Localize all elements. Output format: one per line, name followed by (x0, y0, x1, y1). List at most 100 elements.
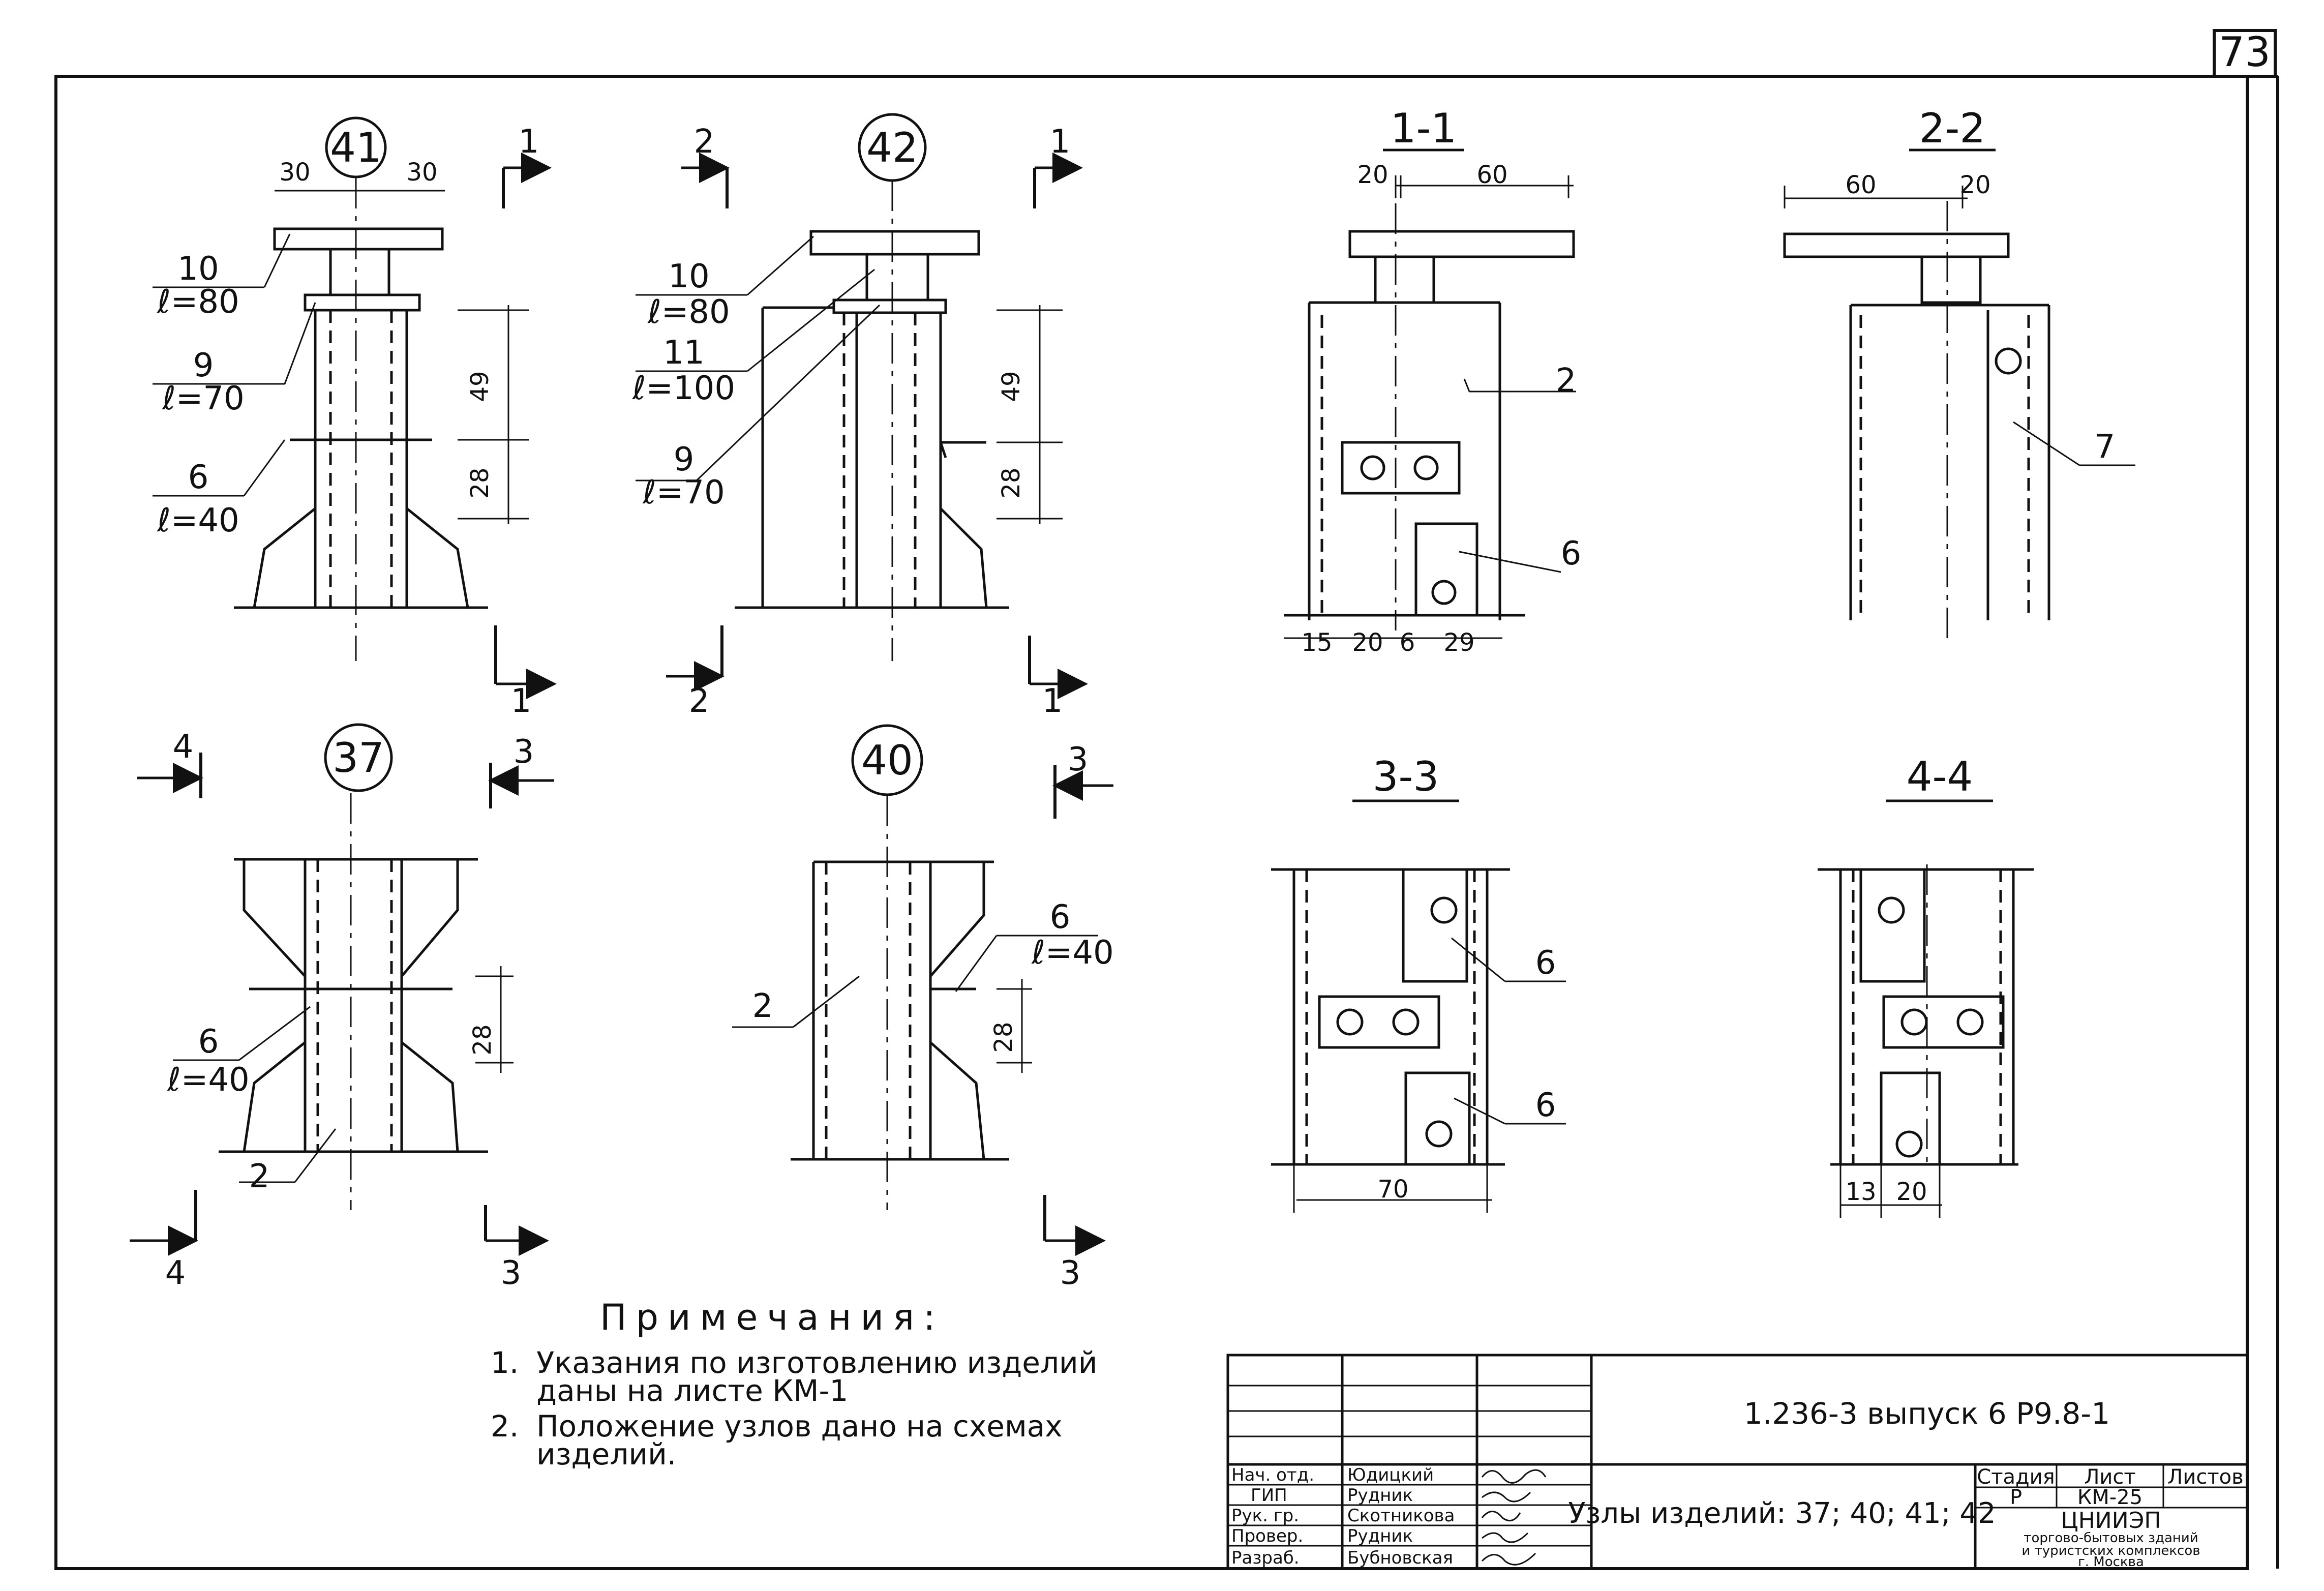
section-1-1-dim-bottom-3: 6 (1400, 628, 1415, 657)
node-42-item-2-len: ℓ=100 (632, 370, 735, 407)
section-3-3-item-6a: 6 (1535, 944, 1556, 982)
node-37-h: 28 (468, 1024, 497, 1055)
org-line-2: торгово-бытовых зданий (2024, 1530, 2198, 1546)
node-42-id: 42 (866, 124, 918, 171)
drawing-title: Узлы изделий: 37; 40; 41; 42 (1568, 1497, 1996, 1530)
note-2-line2: изделий. (536, 1437, 676, 1472)
title-block (1226, 1354, 2249, 1570)
section-4-4-title: 4-4 (1907, 753, 1973, 800)
node-40-item-6-num: 6 (1050, 898, 1071, 936)
section-4-4 (1818, 799, 2034, 1218)
section-4-4-plate-middle (1882, 995, 2005, 1049)
node-42-item-1-num: 10 (668, 258, 709, 295)
section-3-3-item-6b: 6 (1535, 1087, 1556, 1124)
signature-5 (1481, 1552, 1536, 1566)
org-line-3: и туристских комплексов (2021, 1543, 2200, 1558)
node-41-h-lower: 28 (466, 467, 494, 498)
node-42-item-3-num: 9 (674, 441, 695, 478)
node-41-item-3-num: 6 (188, 459, 209, 496)
role-3: Рук. гр. (1231, 1506, 1299, 1526)
node-40-cut-bottom: 3 (1060, 1254, 1081, 1292)
node-37-item-2: 2 (249, 1158, 270, 1195)
node-41-cut-top: 1 (519, 123, 539, 161)
node-41 (153, 116, 557, 699)
node-40-item-2: 2 (752, 987, 773, 1025)
section-2-2-item-7: 7 (2095, 428, 2116, 466)
name-3: Скотникова (1347, 1506, 1455, 1526)
section-2-2-dim-b: 20 (1959, 171, 1990, 199)
section-4-4-dim-bottom-2: 20 (1896, 1178, 1927, 1206)
role-1: Нач. отд. (1231, 1465, 1314, 1485)
role-4: Провер. (1231, 1526, 1303, 1546)
node-40-marker (851, 724, 923, 796)
section-1-1-dim-bottom-1: 15 (1301, 628, 1332, 657)
signatures (1481, 1469, 1547, 1566)
section-1-1-dim-bottom-2: 20 (1352, 628, 1383, 657)
signature-1 (1481, 1469, 1547, 1484)
section-2-2-dim-a: 60 (1845, 171, 1876, 199)
section-3-3 (1271, 799, 1566, 1213)
node-37-cut-right-top: 3 (514, 733, 534, 771)
section-1-1-dim-a: 20 (1357, 161, 1388, 189)
section-1-1-title: 1-1 (1391, 105, 1457, 152)
name-2: Рудник (1347, 1485, 1413, 1506)
section-2-2 (1783, 148, 2135, 646)
section-1-1 (1284, 148, 1576, 639)
node-41-item-1-num: 10 (177, 250, 219, 288)
note-2-line1: Положение узлов дано на схемах (536, 1409, 1063, 1444)
section-1-1-item-2: 2 (1556, 362, 1577, 400)
node-37 (130, 723, 554, 1256)
note-1-num: 1. (491, 1345, 519, 1380)
node-37-item-6-len: ℓ=40 (167, 1061, 250, 1099)
section-1-1-dim-b: 60 (1476, 161, 1507, 189)
section-3-3-title: 3-3 (1373, 753, 1439, 800)
section-4-4-plate-bottom (1880, 1071, 1941, 1166)
section-3-3-plate-bottom (1404, 1071, 1471, 1166)
node-41-item-2-len: ℓ=70 (162, 380, 245, 417)
node-37-id: 37 (333, 734, 384, 782)
node-41-cut-bottom: 1 (511, 682, 532, 720)
node-41-marker (325, 116, 387, 178)
signature-2 (1482, 1491, 1531, 1503)
node-41-dim-right: 30 (406, 158, 437, 187)
node-42-item-2-num: 11 (663, 334, 704, 372)
sheet-number: 73 (2219, 28, 2271, 76)
node-42-h-upper: 49 (997, 371, 1025, 402)
node-40 (732, 724, 1113, 1256)
section-1-1-item-6: 6 (1561, 535, 1582, 573)
sheet-frame (54, 75, 2249, 1570)
signature-4 (1482, 1532, 1529, 1543)
node-37-cut-right-bottom: 3 (501, 1254, 522, 1292)
node-42 (636, 113, 1088, 699)
node-42-cut-right-top: 1 (1050, 123, 1071, 161)
role-2: ГИП (1251, 1485, 1287, 1506)
node-42-h-lower: 28 (997, 467, 1025, 498)
node-41-id: 41 (330, 124, 382, 171)
section-1-1-plate-horizontal (1341, 441, 1461, 495)
node-41-item-2-num: 9 (193, 347, 214, 384)
section-1-1-dim-bottom-4: 29 (1443, 628, 1474, 657)
stage-label: Стадия (1977, 1465, 2055, 1489)
section-3-3-plate-middle (1318, 995, 1440, 1049)
note-1-line2: даны на листе КМ-1 (536, 1373, 848, 1408)
org-name: ЦНИИЭП (2061, 1508, 2161, 1534)
sheet-value: КМ-25 (2077, 1486, 2142, 1509)
section-1-1-plate-vertical (1414, 522, 1478, 617)
node-40-item-6-len: ℓ=40 (1031, 934, 1114, 972)
node-41-item-1-len: ℓ=80 (157, 283, 239, 321)
node-37-marker (324, 723, 393, 792)
sheet-number-box (2213, 29, 2277, 78)
node-41-h-upper: 49 (466, 371, 494, 402)
name-4: Рудник (1347, 1526, 1413, 1546)
doc-code: 1.236-3 выпуск 6 Р9.8-1 (1744, 1396, 2110, 1431)
node-40-h: 28 (989, 1022, 1018, 1053)
node-42-cut-left-top: 2 (694, 123, 715, 161)
section-4-4-plate-top (1859, 868, 1926, 983)
org-line-4: г. Москва (2078, 1554, 2144, 1570)
stage-value: Р (2010, 1486, 2022, 1509)
signature-3 (1481, 1511, 1521, 1522)
node-42-cut-right-bottom: 1 (1042, 682, 1063, 720)
section-3-3-dim-bottom: 70 (1377, 1175, 1408, 1204)
sheets-label: Листов (2167, 1465, 2243, 1489)
